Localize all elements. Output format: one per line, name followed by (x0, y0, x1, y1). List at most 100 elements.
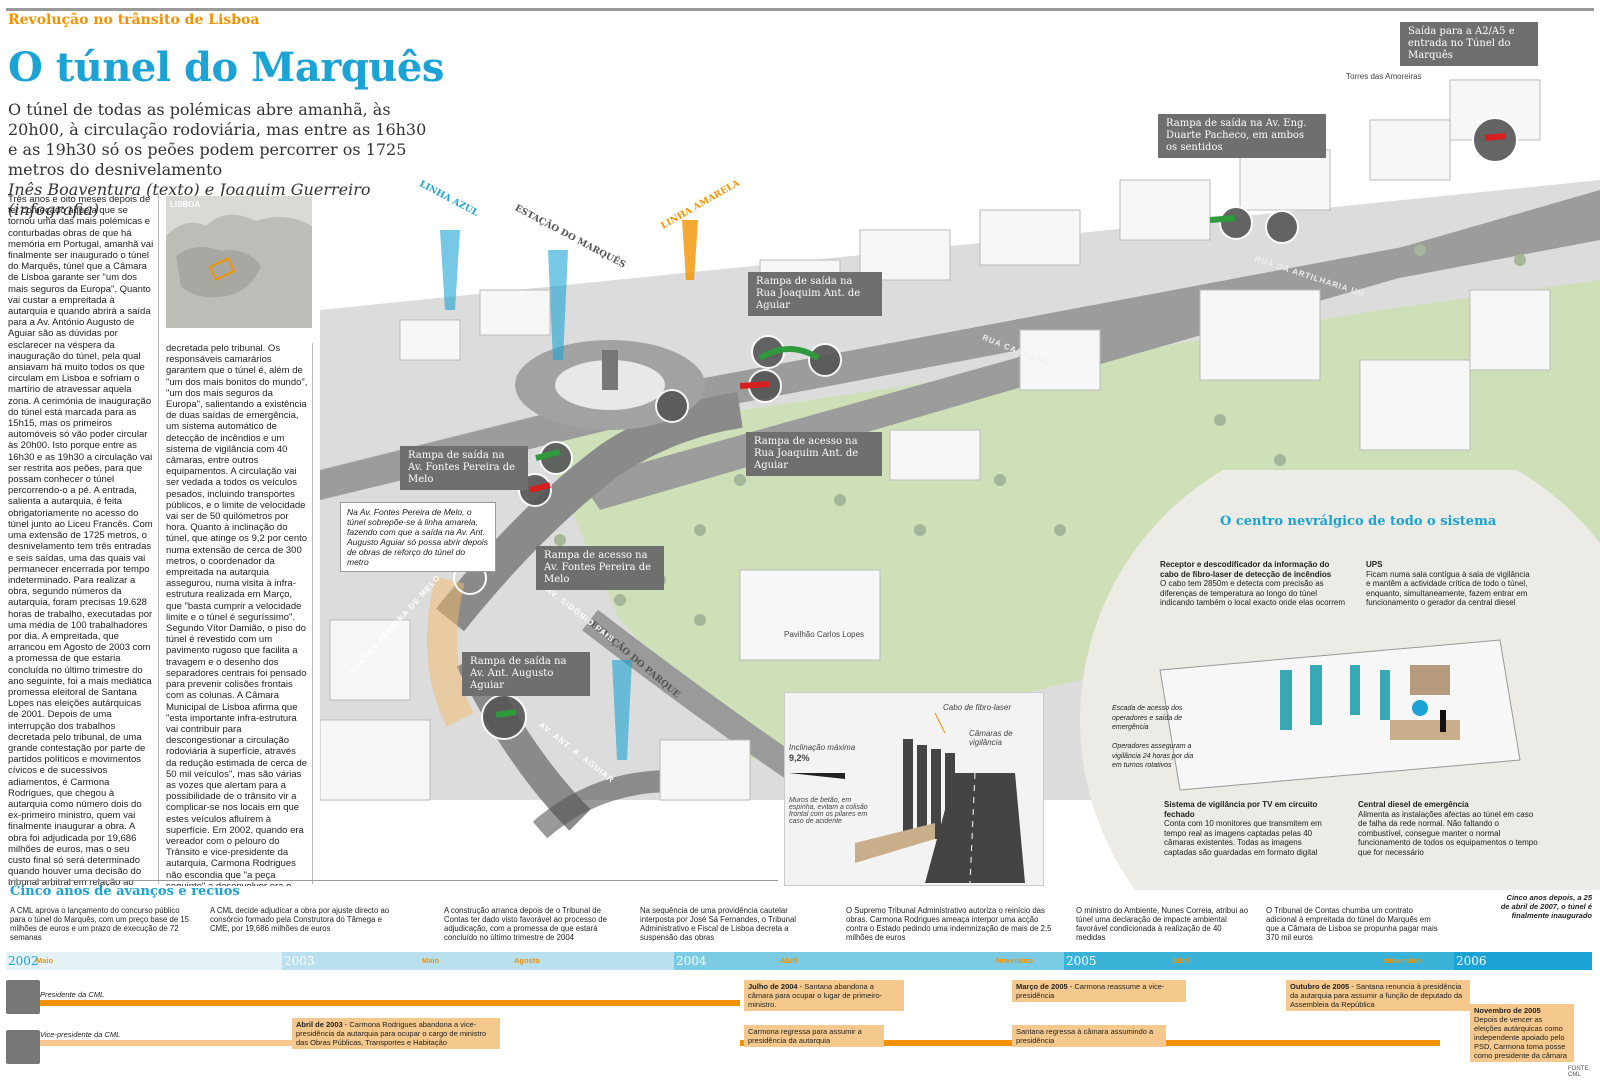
month-label: Maio (36, 956, 54, 965)
timeline-event: Na sequência de uma providência cautelar… (640, 906, 797, 942)
source-credit: FONTE: CML (1568, 1066, 1590, 1078)
control-item-text: O cabo tem 2850m e detecta com precisão … (1160, 579, 1345, 608)
control-center-circle (1080, 470, 1600, 890)
event-date: Outubro de 2005 (1290, 982, 1350, 991)
control-item-text: Conta com 10 monitores que transmitem em… (1164, 819, 1322, 857)
inset-camaras: Câmaras de vigilância (969, 729, 1013, 747)
column-divider (158, 194, 159, 884)
control-item-diesel: Central diesel de emergência Alimenta as… (1358, 800, 1538, 858)
control-item-vigilancia: Sistema de vigilância por TV em circuito… (1164, 800, 1334, 858)
year-2002: 2002 (8, 954, 39, 968)
year-band-2004 (674, 952, 1064, 970)
event-text: - Carmona reassume a vice-presidência (1016, 982, 1165, 1000)
event-text: - Santana abandona a câmara para ocupar … (748, 982, 883, 1009)
event-text: - Carmona Rodrigues abandona a vice-pres… (296, 1020, 487, 1047)
timeline-event: A CML decide adjudicar a obra por ajuste… (210, 906, 390, 933)
byline: Inês Boaventura (texto) e Joaquim Guerre… (8, 180, 371, 219)
event-date: Novembro de 2005 (1474, 1006, 1541, 1015)
control-item-head: Central diesel de emergência (1358, 800, 1469, 809)
month-label: Novembro (996, 956, 1034, 965)
tunnel-inset: Cabo de fibro-laser Câmaras de vigilânci… (784, 692, 1044, 886)
event-date: Abril de 2003 (296, 1020, 343, 1029)
presidente-bar (40, 1000, 740, 1006)
control-center-title: O centro nevrálgico de todo o sistema (1220, 514, 1497, 529)
month-label: Agosto (514, 956, 540, 965)
timeline-event: O Tribunal de Contas chumba um contrato … (1266, 906, 1438, 942)
article-column-2: decretada pelo tribunal. Os responsáveis… (166, 343, 308, 886)
control-item-head: Sistema de vigilância por TV em circuito… (1164, 800, 1318, 819)
inset-inclinacao-label: Inclinação máxima (789, 743, 856, 752)
event-text: - Santana renuncia à presidência da auta… (1290, 982, 1463, 1009)
month-label: Abril (1172, 956, 1190, 965)
year-2003: 2003 (284, 954, 315, 968)
tunnel-map-illustration (320, 79, 1600, 839)
kicker: Revolução no trânsito de Lisboa (8, 12, 260, 28)
side-label-escada: Escada de acesso dos operadores e saída … (1112, 705, 1183, 732)
callout-duarte-pacheco: Rampa de saída na Av. Eng. Duarte Pachec… (1158, 114, 1326, 158)
lead-paragraph: O túnel de todas as polémicas abre amanh… (8, 100, 428, 220)
timeline-row-event: Abril de 2003 - Carmona Rodrigues abando… (292, 1018, 500, 1049)
callout-acesso-fontes: Rampa de acesso na Av. Fontes Pereira de… (536, 546, 664, 590)
lead-text: O túnel de todas as polémicas abre amanh… (8, 100, 427, 179)
timeline-row-event: Carmona regressa para assumir a presidên… (744, 1025, 884, 1047)
timeline-row-event: Santana regressa à câmara assumindo a pr… (1012, 1025, 1166, 1047)
row-label-presidente: Presidente da CML (40, 990, 105, 999)
year-band-2005 (1064, 952, 1454, 970)
callout-acesso-joaquim-aguiar: Rampa de acesso na Rua Joaquim Ant. de A… (746, 432, 882, 476)
control-item-text: Ficam numa sala contígua à sala de vigil… (1366, 569, 1530, 608)
page-title: O túnel do Marquês (8, 44, 444, 91)
year-2006: 2006 (1456, 954, 1487, 968)
timeline-final: Cinco anos depois, a 25 de abril de 2007… (1500, 893, 1592, 920)
timeline-event: A construção arranca depois de o Tribuna… (444, 906, 607, 942)
month-label: Abril (780, 956, 798, 965)
timeline-row-event: Março de 2005 - Carmona reassume a vice-… (1012, 980, 1186, 1002)
label-pavilhao: Pavilhão Carlos Lopes (784, 630, 865, 639)
vice-bar (40, 1040, 300, 1046)
event-text: Depois de vencer as eleições autárquicas… (1474, 1015, 1567, 1060)
callout-saida-joaquim-aguiar: Rampa de saída na Rua Joaquim Ant. de Ag… (748, 272, 882, 316)
month-label: Novembro (1384, 956, 1422, 965)
minimap-label: LISBOA (170, 200, 201, 209)
year-band-2002 (6, 952, 282, 970)
lisbon-minimap: LISBOA (166, 196, 312, 328)
avatar-presidente (6, 980, 40, 1014)
inset-inclinacao-value: 9,2% (789, 753, 810, 763)
timeline-event: O ministro do Ambiente, Nunes Correia, a… (1076, 906, 1249, 942)
callout-saida-augusto-aguiar: Rampa de saída na Av. Ant. Augusto Aguia… (462, 652, 590, 696)
callout-saida-a2: Saída para a A2/A5 e entrada no Túnel do… (1400, 22, 1538, 66)
event-text: Santana regressa à câmara assumindo a pr… (1016, 1027, 1154, 1045)
timeline-title: Cinco anos de avanços e recuos (10, 884, 240, 899)
top-rule (6, 8, 1594, 11)
timeline-rule (8, 880, 778, 881)
control-item-ups: UPS Ficam numa sala contígua à sala de v… (1366, 560, 1536, 608)
callout-saida-fontes: Rampa de saída na Av. Fontes Pereira de … (400, 446, 528, 490)
control-item-head: UPS (1366, 560, 1383, 569)
year-2004: 2004 (676, 954, 707, 968)
timeline-row-event: Julho de 2004 - Santana abandona a câmar… (744, 980, 904, 1011)
row-label-vice: Vice-presidente da CML (40, 1030, 121, 1039)
note-linha-amarela: Na Av. Fontes Pereira de Melo, o túnel s… (340, 502, 496, 572)
control-item-text: Alimenta as instalações afectas ao túnel… (1358, 809, 1538, 857)
avatar-vice (6, 1030, 40, 1064)
timeline-row-event: Outubro de 2005 - Santana renuncia à pre… (1286, 980, 1470, 1011)
event-date: Março de 2005 (1016, 982, 1068, 991)
timeline-event: O Supremo Tribunal Administrativo autori… (846, 906, 1052, 942)
inset-cabo: Cabo de fibro-laser (943, 703, 1012, 712)
article-column-1: Três anos e oito meses depois de ter com… (8, 194, 154, 886)
event-text: Carmona regressa para assumir a presidên… (748, 1027, 862, 1045)
year-2005: 2005 (1066, 954, 1097, 968)
control-item-receptor: Receptor e descodificador da informação … (1160, 560, 1345, 608)
label-torres: Torres das Amoreiras (1346, 72, 1422, 81)
minimap-shape (166, 214, 312, 328)
month-label: Maio (422, 956, 440, 965)
column-divider (312, 343, 313, 884)
inset-muros: Muros de betão, em espinha, evitam a col… (789, 797, 868, 825)
tunnel-inset-drawing (789, 712, 1035, 884)
control-item-head: Receptor e descodificador da informação … (1160, 560, 1332, 579)
side-label-operadores: Operadores asseguram a vigilância 24 hor… (1112, 743, 1194, 770)
event-date: Julho de 2004 (748, 982, 798, 991)
year-band-2003 (282, 952, 674, 970)
year-band-2006 (1454, 952, 1592, 970)
timeline-event: A CML aprova o lançamento do concurso pú… (10, 906, 190, 942)
